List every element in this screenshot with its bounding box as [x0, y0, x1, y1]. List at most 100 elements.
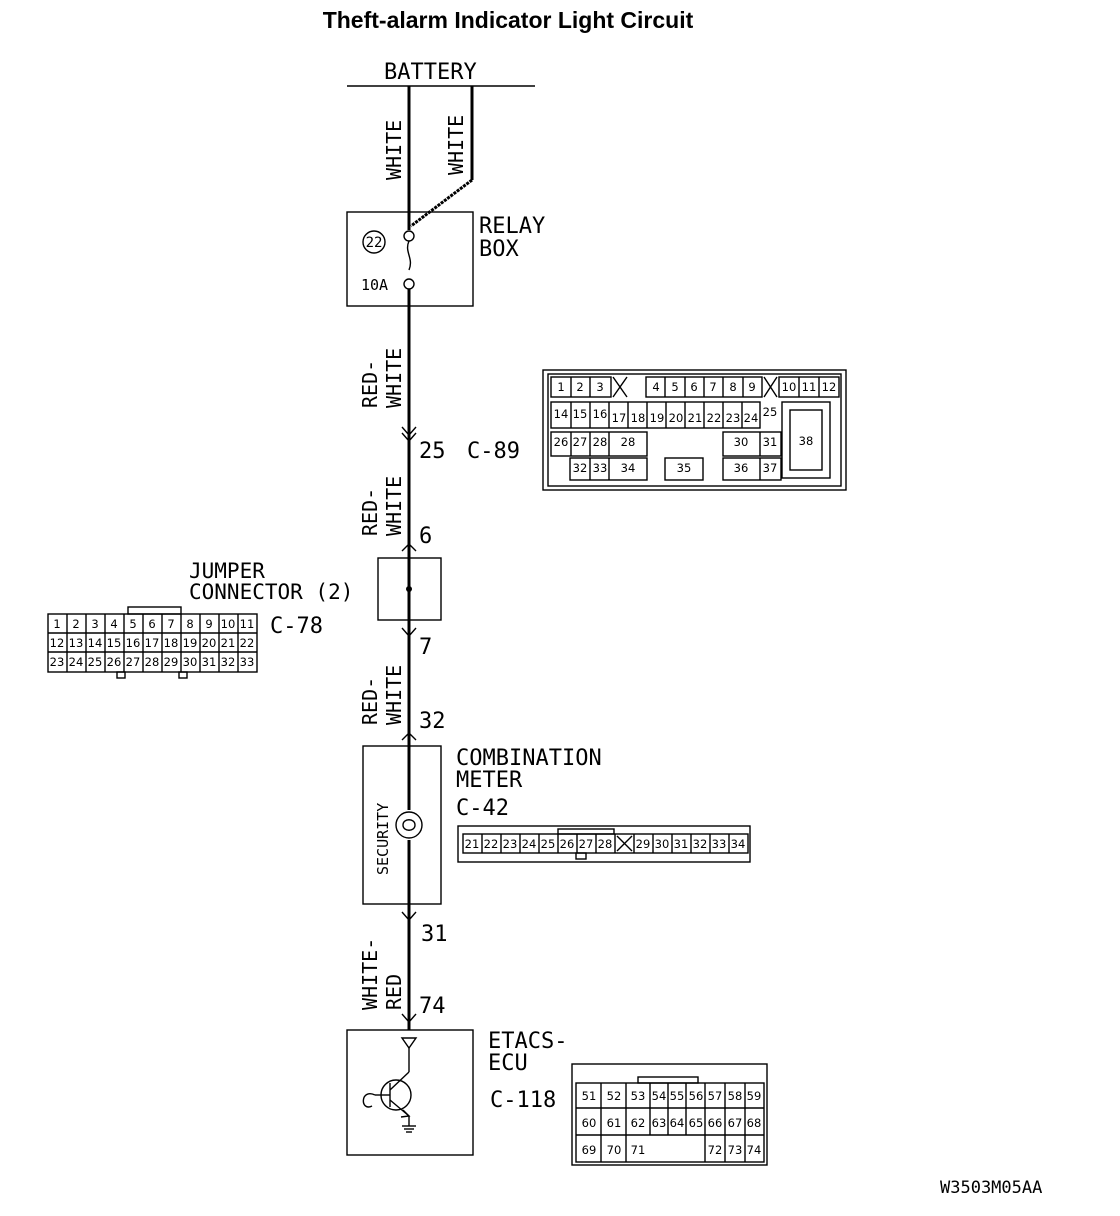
- c89-pin-19: 19: [650, 411, 665, 425]
- c42-pin-32: 32: [693, 837, 708, 851]
- c118-pin-71: 71: [631, 1143, 646, 1157]
- c118-pin-74: 74: [747, 1143, 762, 1157]
- c118-pin-66: 66: [708, 1116, 723, 1130]
- diagram-title: Theft-alarm Indicator Light Circuit: [323, 7, 694, 33]
- c118-pin-51: 51: [582, 1089, 597, 1103]
- c118-pin-58: 58: [728, 1089, 743, 1103]
- c89-pin-31: 31: [763, 435, 778, 449]
- c42-pin-21: 21: [465, 837, 480, 851]
- wire-color-white-left: WHITE: [382, 120, 406, 180]
- wire-color-red-white-1a: RED-: [358, 360, 382, 408]
- c78-pin-20: 20: [202, 636, 217, 650]
- c78-pin-29: 29: [164, 655, 179, 669]
- wire-color-red-white-3a: RED-: [358, 677, 382, 725]
- c42-pin-29: 29: [636, 837, 651, 851]
- figure-code: W3503M05AA: [940, 1178, 1042, 1198]
- c89-pin-37: 37: [763, 461, 778, 475]
- c89-pin-32: 32: [573, 461, 588, 475]
- security-lamp-icon: [395, 811, 423, 839]
- c118-pin-63: 63: [652, 1116, 667, 1130]
- jumper-pin-7: 7: [419, 635, 432, 660]
- c89-pin-27: 27: [573, 435, 588, 449]
- c89-pin-7: 7: [709, 380, 716, 394]
- etacs-pin-74: 74: [419, 994, 446, 1019]
- c89-connector: 1 2 3 4 5 6 7 8 9 10 11 12 13 14 15 16 1…: [542, 369, 847, 491]
- c118-pin-53: 53: [631, 1089, 646, 1103]
- wire-color-white-right: WHITE: [444, 115, 468, 175]
- c78-pin-4: 4: [110, 617, 117, 631]
- wire-jumper-meter: 7 RED- WHITE 32: [358, 620, 446, 746]
- c42-pin-28: 28: [598, 837, 613, 851]
- c89-pin-28b: 28: [621, 435, 636, 449]
- c89-pin-20: 20: [669, 411, 684, 425]
- relay-box-label-1: RELAY: [479, 214, 545, 239]
- c78-pin-9: 9: [205, 617, 212, 631]
- c89-connector-name: C-89: [467, 439, 520, 464]
- relay-box-label-2: BOX: [479, 237, 519, 262]
- battery-wires: WHITE WHITE: [382, 86, 474, 230]
- wire-relay-c89: RED- WHITE 25 C-89: [358, 289, 520, 560]
- c78-pin-13: 13: [69, 636, 84, 650]
- c89-pin-34: 34: [621, 461, 636, 475]
- battery: BATTERY: [347, 60, 535, 87]
- wire-color-white-red-b: RED: [382, 974, 406, 1010]
- c89-pin-26: 26: [554, 435, 569, 449]
- c42-pin-27: 27: [579, 837, 594, 851]
- c78-pin-21: 21: [221, 636, 236, 650]
- battery-label: BATTERY: [384, 60, 477, 85]
- c78-pin-15: 15: [107, 636, 122, 650]
- c118-pin-61: 61: [607, 1116, 622, 1130]
- c89-pin-16: 16: [593, 407, 608, 421]
- wire-c89-jumper: RED- WHITE 6: [358, 476, 432, 552]
- c89-pin-21: 21: [688, 411, 703, 425]
- c78-connector: 1 2 3 4 5 6 7 8 9 10 11 12 13 14 15 16 1…: [47, 606, 258, 679]
- c118-pin-64: 64: [670, 1116, 685, 1130]
- c78-pin-30: 30: [183, 655, 198, 669]
- c118-pin-57: 57: [708, 1089, 723, 1103]
- meter-label-1: COMBINATION: [456, 746, 602, 771]
- c78-pin-25: 25: [88, 655, 103, 669]
- c78-pin-1: 1: [53, 617, 60, 631]
- c89-pin-28a: 28: [593, 435, 608, 449]
- c42-pin-26: 26: [560, 837, 575, 851]
- meter-pin-31: 31: [421, 922, 448, 947]
- c118-pin-60: 60: [582, 1116, 597, 1130]
- etacs-ecu: ETACS- ECU C-118: [346, 1029, 567, 1156]
- fuse-number-badge: [362, 230, 386, 254]
- c42-pin-22: 22: [484, 837, 499, 851]
- wire-meter-etacs: 31 WHITE- RED 74: [358, 904, 448, 1030]
- relay-box: 22 10A RELAY BOX: [346, 211, 545, 307]
- c118-pin-65: 65: [689, 1116, 704, 1130]
- c89-pin-25: 25: [763, 405, 778, 419]
- c89-pin-8: 8: [729, 380, 736, 394]
- c78-pin-17: 17: [145, 636, 160, 650]
- c118-pin-70: 70: [607, 1143, 622, 1157]
- c78-pin-12: 12: [50, 636, 65, 650]
- c42-pin-31: 31: [674, 837, 689, 851]
- c89-pin-30: 30: [734, 435, 749, 449]
- security-lamp-label: SECURITY: [374, 803, 392, 875]
- c118-pin-73: 73: [728, 1143, 743, 1157]
- c78-pin-5: 5: [129, 617, 136, 631]
- c78-pin-23: 23: [50, 655, 65, 669]
- c89-pin-12: 12: [822, 380, 837, 394]
- c42-pin-24: 24: [522, 837, 537, 851]
- jumper-label-1: JUMPER: [189, 559, 265, 583]
- c42-pin-30: 30: [655, 837, 670, 851]
- c42-pin-25: 25: [541, 837, 556, 851]
- c78-pin-31: 31: [202, 655, 217, 669]
- c89-pin-4: 4: [652, 380, 659, 394]
- c89-pin-2: 2: [576, 380, 583, 394]
- jumper-connector-name: C-78: [270, 614, 323, 639]
- c78-pin-18: 18: [164, 636, 179, 650]
- c89-pin-33: 33: [593, 461, 608, 475]
- combination-meter: SECURITY COMBINATION METER C-42: [362, 745, 602, 905]
- c78-pin-16: 16: [126, 636, 141, 650]
- c89-pin-6: 6: [690, 380, 697, 394]
- c89-pin-10: 10: [782, 380, 797, 394]
- c42-pin-34: 34: [731, 837, 746, 851]
- c89-pin-23: 23: [726, 411, 741, 425]
- c78-pin-6: 6: [148, 617, 155, 631]
- wire-color-white-red-a: WHITE-: [358, 938, 382, 1010]
